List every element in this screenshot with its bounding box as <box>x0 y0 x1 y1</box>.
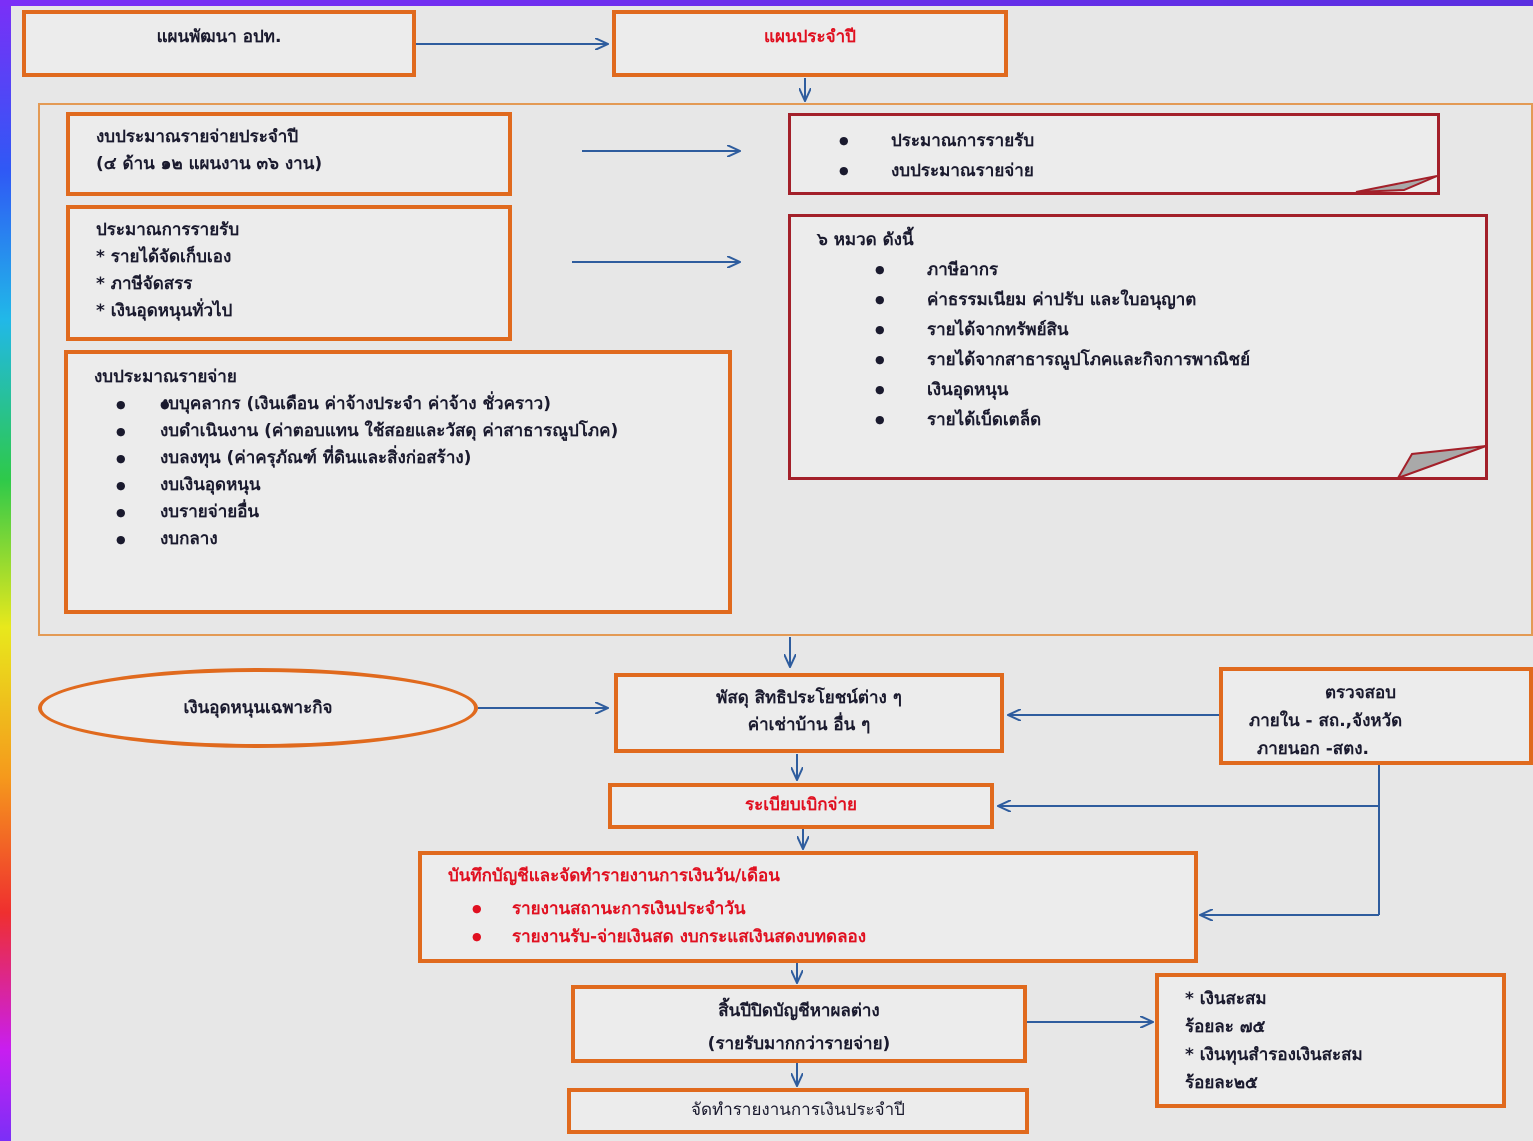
accounting-box: บันทึกบัญชีและจัดทำรายงานการเงินวัน/เดือ… <box>418 851 1198 963</box>
revenue-item: * รายได้จัดเก็บเอง <box>96 247 232 267</box>
folded-corner-categories <box>1395 445 1487 480</box>
expense-item: ●งบลงทุน (ค่าครุภัณฑ์ ที่ดินและสิ่งก่อสร… <box>116 448 472 468</box>
reserve-line2: ร้อยละ ๗๕ <box>1185 1017 1266 1037</box>
audit-box: ตรวจสอบ ภายใน - สถ.,จังหวัด ภายนอก -สตง. <box>1219 667 1533 765</box>
category-item: ●เงินอุดหนุน <box>875 380 1009 400</box>
supplies-box: พัสดุ สิทธิประโยชน์ต่าง ๆ ค่าเช่าบ้าน อื… <box>614 673 1004 753</box>
gradient-left-border <box>0 0 11 1141</box>
gradient-top-border <box>0 0 1533 6</box>
specific-grant-ellipse: เงินอุดหนุนเฉพาะกิจ <box>38 668 478 748</box>
revenue-item: * เงินอุดหนุนทั่วไป <box>96 301 233 321</box>
expense-item: ●งบบุคลากร (เงินเดือน ค่าจ้างประจำ ค่าจ้… <box>116 391 708 418</box>
audit-title: ตรวจสอบ <box>1325 683 1397 703</box>
category-item: ●รายได้จากทรัพย์สิน <box>875 320 1069 340</box>
reserve-line3: * เงินทุนสำรองเงินสะสม <box>1185 1045 1363 1065</box>
category-item: ●รายได้เบ็ดเตล็ด <box>875 410 1042 430</box>
year-end-line2: (รายรับมากกว่ารายจ่าย) <box>707 1034 891 1054</box>
note-item: ●ประมาณการรายรับ <box>839 131 1035 151</box>
expense-item: ●งบดำเนินงาน (ค่าตอบแทน ใช้สอยและวัสดุ ค… <box>116 421 619 441</box>
expense-item: ●งบรายจ่ายอื่น <box>116 502 260 522</box>
specific-grant-label: เงินอุดหนุนเฉพาะกิจ <box>183 698 333 718</box>
expense-item: ●งบกลาง <box>116 529 218 549</box>
categories-list: ●ภาษีอากร ●ค่าธรรมเนียม ค่าปรับ และใบอนุ… <box>817 255 1485 435</box>
annual-plan-box: แผนประจำปี <box>612 10 1008 77</box>
category-item: ●ค่าธรรมเนียม ค่าปรับ และใบอนุญาต <box>875 290 1197 310</box>
categories-title: ๖ หมวด ดังนี้ <box>817 230 914 250</box>
expense-item: ●งบเงินอุดหนุน <box>116 475 261 495</box>
dev-plan-label: แผนพัฒนา อปท. <box>156 27 282 47</box>
estimate-note-list: ●ประมาณการรายรับ ●งบประมาณรายจ่าย <box>839 126 1437 186</box>
revenue-item: * ภาษีจัดสรร <box>96 274 193 294</box>
expense-budget-box: งบประมาณรายจ่าย ●งบบุคลากร (เงินเดือน ค่… <box>64 350 732 614</box>
year-end-line1: สิ้นปีปิดบัญชีหาผลต่าง <box>718 1001 880 1021</box>
accounting-item: ●รายงานรับ-จ่ายเงินสด งบกระแสเงินสดงบทดล… <box>472 927 867 947</box>
dev-plan-box: แผนพัฒนา อปท. <box>22 10 416 77</box>
estimate-note-box: ●ประมาณการรายรับ ●งบประมาณรายจ่าย <box>788 113 1440 195</box>
reserve-box: * เงินสะสม ร้อยละ ๗๕ * เงินทุนสำรองเงินส… <box>1155 973 1506 1108</box>
revenue-estimate-box: ประมาณการรายรับ * รายได้จัดเก็บเอง * ภาษ… <box>66 205 512 341</box>
revenue-estimate-title: ประมาณการรายรับ <box>96 220 240 240</box>
annual-budget-line1: งบประมาณรายจ่ายประจำปี <box>96 127 299 147</box>
categories-box: ๖ หมวด ดังนี้ ●ภาษีอากร ●ค่าธรรมเนียม ค่… <box>788 214 1488 480</box>
expense-budget-title: งบประมาณรายจ่าย <box>94 367 237 387</box>
annual-budget-line2: (๔ ด้าน ๑๒ แผนงาน ๓๖ งาน) <box>96 154 323 174</box>
supplies-line2: ค่าเช่าบ้าน อื่น ๆ <box>747 715 871 735</box>
category-item: ●รายได้จากสาธารณูปโภคและกิจการพาณิชย์ <box>875 350 1251 370</box>
reserve-line1: * เงินสะสม <box>1185 989 1267 1009</box>
year-end-box: สิ้นปีปิดบัญชีหาผลต่าง (รายรับมากกว่าราย… <box>571 985 1027 1063</box>
annual-report-box: จัดทำรายงานการเงินประจำปี <box>567 1088 1029 1134</box>
disbursement-label: ระเบียบเบิกจ่าย <box>745 795 857 815</box>
audit-internal: ภายใน - สถ.,จังหวัด <box>1249 711 1403 731</box>
note-item: ●งบประมาณรายจ่าย <box>839 161 1034 181</box>
reserve-line4: ร้อยละ๒๕ <box>1185 1073 1258 1093</box>
expense-budget-list: ●งบบุคลากร (เงินเดือน ค่าจ้างประจำ ค่าจ้… <box>94 391 708 553</box>
annual-plan-label: แผนประจำปี <box>764 27 856 47</box>
annual-report-label: จัดทำรายงานการเงินประจำปี <box>691 1100 905 1120</box>
annual-budget-box: งบประมาณรายจ่ายประจำปี (๔ ด้าน ๑๒ แผนงาน… <box>66 112 512 196</box>
budget-section-container <box>38 103 1533 636</box>
audit-external: ภายนอก -สตง. <box>1257 739 1369 759</box>
accounting-item: ●รายงานสถานะการเงินประจำวัน <box>472 899 746 919</box>
disbursement-box: ระเบียบเบิกจ่าย <box>608 783 994 829</box>
category-item: ●ภาษีอากร <box>875 260 999 280</box>
folded-corner-note <box>1355 175 1438 193</box>
accounting-title: บันทึกบัญชีและจัดทำรายงานการเงินวัน/เดือ… <box>448 866 780 886</box>
supplies-line1: พัสดุ สิทธิประโยชน์ต่าง ๆ <box>716 688 902 708</box>
accounting-list: ●รายงานสถานะการเงินประจำวัน ●รายงานรับ-จ… <box>448 895 1194 951</box>
